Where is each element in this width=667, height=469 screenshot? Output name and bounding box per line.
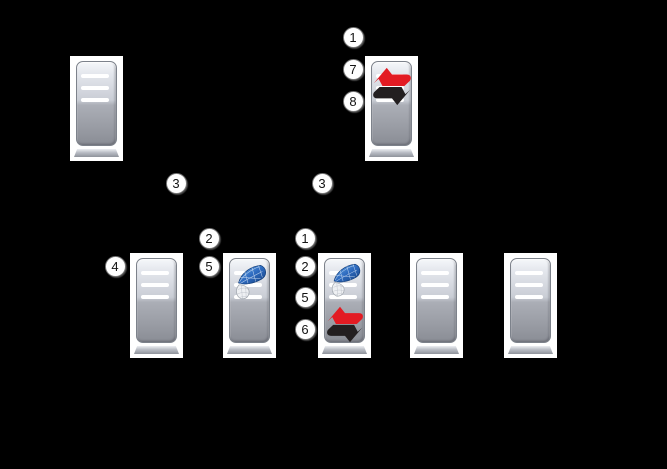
drive-slot [376, 98, 404, 102]
server-bottom-4 [410, 253, 463, 358]
server-bottom-3 [318, 253, 371, 358]
failover-cluster-icon [235, 265, 266, 300]
step-callout-1: 1 [342, 26, 364, 48]
step-callout-3: 3 [311, 172, 333, 194]
step-callout-3: 3 [165, 172, 187, 194]
step-number: 1 [301, 230, 309, 246]
server-pedestal [134, 346, 179, 354]
drive-slot [81, 98, 109, 102]
step-callout-7: 7 [342, 58, 364, 80]
server-pedestal [414, 346, 459, 354]
drive-slot [81, 86, 109, 90]
drive-slot [515, 271, 543, 275]
replication-arrows-icon [326, 306, 363, 343]
step-number: 1 [349, 29, 357, 45]
drive-slot [515, 283, 543, 287]
step-callout-5: 5 [294, 286, 316, 308]
server-pedestal [322, 346, 367, 354]
replication-arrows-icon [372, 67, 411, 106]
drive-slot [234, 295, 262, 299]
server-tower [76, 61, 117, 146]
step-callout-4: 4 [104, 255, 126, 277]
server-tower [324, 258, 365, 343]
server-tower [416, 258, 457, 343]
step-callout-6: 6 [294, 318, 316, 340]
step-callout-1: 1 [294, 227, 316, 249]
server-tower [371, 61, 412, 146]
drive-slot [141, 283, 169, 287]
server-pedestal [508, 346, 553, 354]
step-callout-2: 2 [294, 255, 316, 277]
step-number: 8 [349, 93, 357, 109]
server-tower [136, 258, 177, 343]
step-number: 7 [349, 61, 357, 77]
step-number: 3 [172, 175, 180, 191]
server-pedestal [227, 346, 272, 354]
step-number: 4 [111, 258, 119, 274]
server-tower [510, 258, 551, 343]
step-number: 2 [301, 258, 309, 274]
server-bottom-1 [130, 253, 183, 358]
drive-slot [141, 271, 169, 275]
server-top-right [365, 56, 418, 161]
server-bottom-5 [504, 253, 557, 358]
drive-slot [421, 283, 449, 287]
server-bottom-2 [223, 253, 276, 358]
step-callout-8: 8 [342, 90, 364, 112]
server-pedestal [369, 149, 414, 157]
step-number: 5 [301, 289, 309, 305]
drive-slot [421, 271, 449, 275]
step-number: 6 [301, 321, 309, 337]
drive-slot [234, 283, 262, 287]
drive-slot [329, 283, 357, 287]
server-pedestal [74, 149, 119, 157]
step-callout-5: 5 [198, 255, 220, 277]
drive-slot [81, 74, 109, 78]
drive-slot [421, 295, 449, 299]
step-number: 5 [205, 258, 213, 274]
server-top-left [70, 56, 123, 161]
failover-cluster-icon [331, 263, 360, 297]
step-number: 3 [318, 175, 326, 191]
step-callout-2: 2 [198, 227, 220, 249]
server-tower [229, 258, 270, 343]
step-number: 2 [205, 230, 213, 246]
drive-slot [329, 295, 357, 299]
drive-slot [515, 295, 543, 299]
drive-slot [141, 295, 169, 299]
